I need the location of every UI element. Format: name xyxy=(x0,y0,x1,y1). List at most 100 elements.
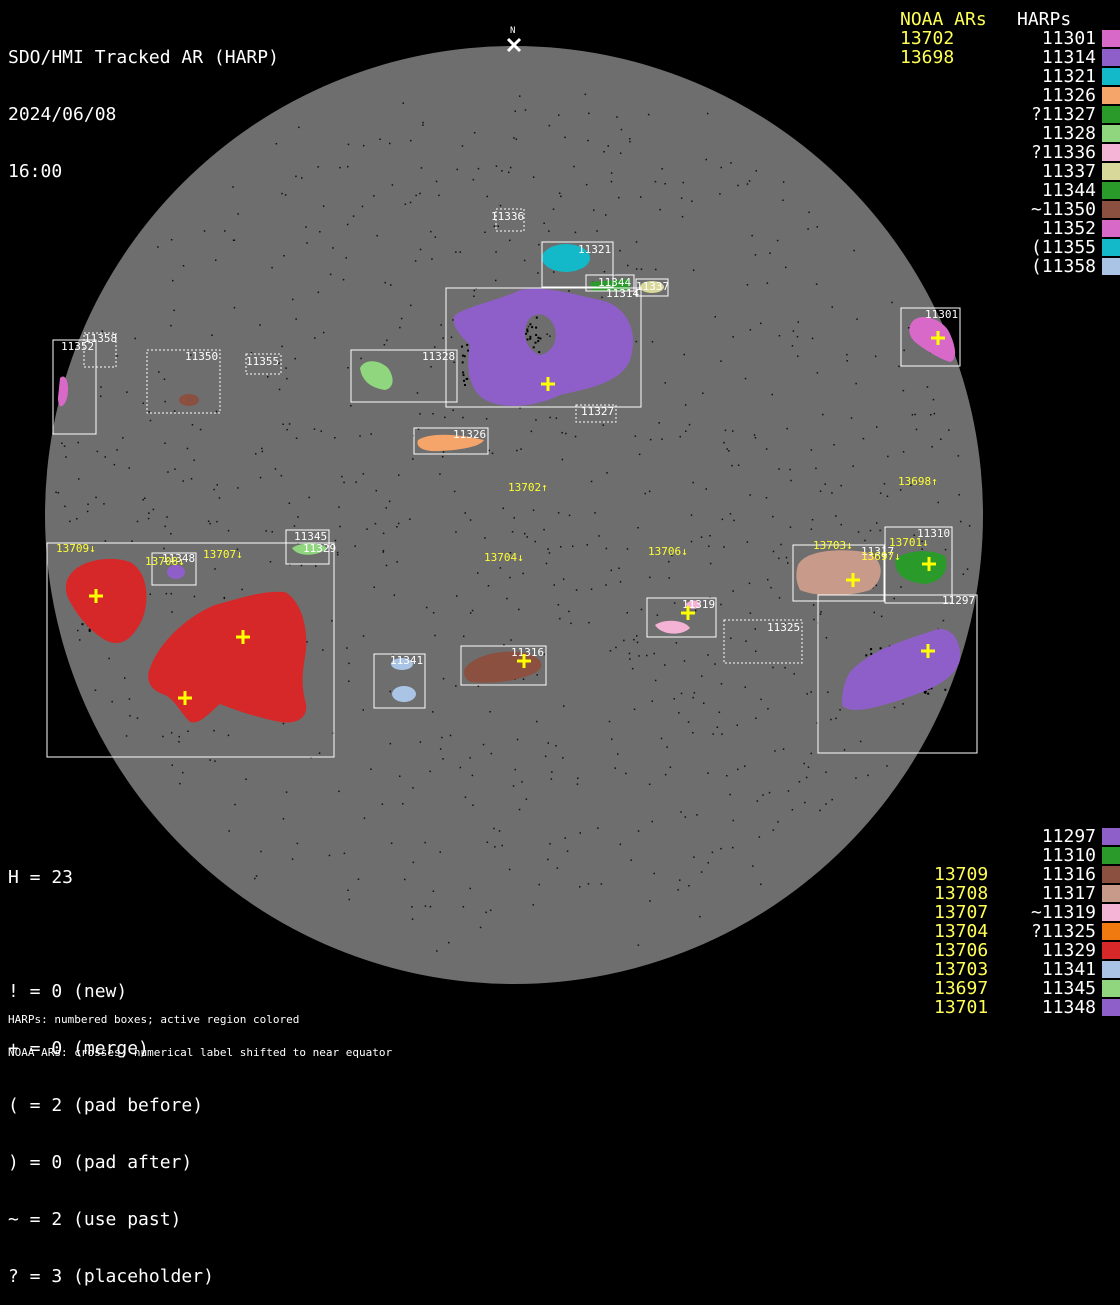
speck xyxy=(656,614,659,616)
speck xyxy=(519,407,521,409)
speck xyxy=(182,480,184,482)
speck xyxy=(726,448,728,450)
speck xyxy=(438,194,440,197)
speck xyxy=(658,422,660,424)
speck xyxy=(898,365,900,368)
speck xyxy=(508,171,510,174)
speck xyxy=(944,548,947,551)
speck xyxy=(855,382,857,385)
speck xyxy=(637,527,639,529)
speck xyxy=(819,490,822,492)
speck xyxy=(593,209,595,211)
noaa-label: 13706↓ xyxy=(648,545,688,558)
speck xyxy=(831,492,833,494)
speck xyxy=(777,821,779,823)
speck xyxy=(336,553,339,556)
speck xyxy=(634,435,637,437)
speck xyxy=(825,637,828,639)
speck xyxy=(95,496,97,499)
speck xyxy=(774,750,776,752)
harp-label: 11321 xyxy=(578,243,611,256)
speck xyxy=(529,323,532,326)
speck xyxy=(402,803,404,805)
note-noaa: NOAA ARs: crosses; numerical label shift… xyxy=(8,1046,393,1059)
speck xyxy=(357,878,360,880)
harp-color-swatch xyxy=(1102,866,1120,883)
speck xyxy=(57,492,60,494)
noaa-cross-icon xyxy=(89,589,103,603)
speck xyxy=(81,623,84,626)
harp-box-11317 xyxy=(792,544,885,602)
noaa-cross-icon xyxy=(517,654,531,668)
speck xyxy=(611,738,613,740)
speck xyxy=(748,582,751,585)
speck xyxy=(618,567,620,569)
speck xyxy=(733,519,735,522)
harp-legend-row: ~11350 xyxy=(1010,200,1120,219)
speck xyxy=(577,777,579,779)
speck xyxy=(362,635,365,637)
speck xyxy=(752,865,754,867)
speck xyxy=(810,752,812,755)
speck xyxy=(434,634,436,637)
speck xyxy=(499,204,502,207)
speck xyxy=(355,481,357,483)
speck xyxy=(772,829,775,831)
speck xyxy=(619,843,622,846)
speck xyxy=(810,449,813,451)
speck xyxy=(218,497,221,499)
speck xyxy=(831,798,833,801)
speck xyxy=(441,736,443,739)
speck xyxy=(619,249,621,252)
speck xyxy=(149,419,152,422)
speck xyxy=(88,628,91,631)
speck xyxy=(419,248,422,251)
speck xyxy=(164,400,166,403)
speck xyxy=(419,192,421,195)
speck xyxy=(568,610,570,613)
speck xyxy=(223,597,226,600)
harp-legend-label: ?11325 xyxy=(1030,921,1096,942)
speck xyxy=(692,269,695,271)
speck xyxy=(216,520,218,523)
harp-color-swatch xyxy=(1102,106,1120,123)
harp-color-swatch xyxy=(1102,980,1120,997)
harp-color-swatch xyxy=(1102,885,1120,902)
speck xyxy=(469,887,471,890)
speck xyxy=(563,705,565,707)
harp-label: 11328 xyxy=(422,350,455,363)
speck xyxy=(732,590,734,592)
speck xyxy=(297,516,299,518)
speck xyxy=(784,622,786,625)
speck xyxy=(65,456,67,458)
harp-color-swatch xyxy=(1102,220,1120,237)
speck xyxy=(830,718,832,721)
speck xyxy=(388,500,391,503)
speck xyxy=(726,775,728,777)
speck xyxy=(179,782,181,785)
noaa-label: 13704↓ xyxy=(484,551,524,564)
speck xyxy=(383,344,386,346)
speck xyxy=(489,711,491,713)
speck xyxy=(927,692,930,695)
speck xyxy=(373,586,375,588)
speck xyxy=(633,708,636,711)
harp-label: 11358 xyxy=(84,332,117,345)
speck xyxy=(666,746,668,748)
speck xyxy=(491,452,494,455)
speck xyxy=(886,765,888,767)
speck xyxy=(255,453,257,455)
harp-box-11355 xyxy=(245,353,282,375)
speck xyxy=(292,298,294,301)
speck xyxy=(431,258,433,260)
speck xyxy=(170,324,172,327)
speck xyxy=(737,768,739,771)
speck xyxy=(807,766,810,768)
noaa-item: 13698 xyxy=(900,47,955,68)
speck xyxy=(564,837,566,839)
speck xyxy=(294,357,296,360)
speck xyxy=(709,562,712,565)
speck xyxy=(778,597,781,599)
speck xyxy=(598,535,600,537)
